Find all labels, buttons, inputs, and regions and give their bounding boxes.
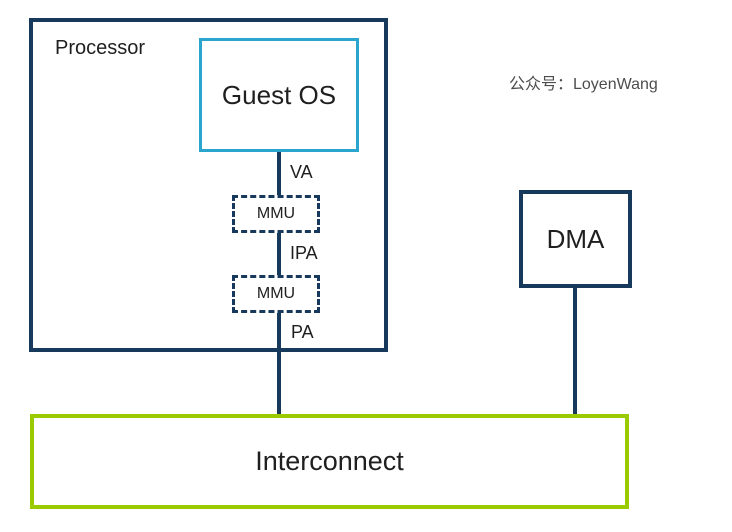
guest-os-to-mmu1-connector [277, 152, 281, 196]
mmu-stage2-label: MMU [256, 285, 296, 302]
pa-edge-label: PA [291, 322, 314, 342]
guest-os-box: Guest OS [199, 38, 359, 152]
processor-box: Processor [29, 18, 388, 352]
mmu-stage2-box: MMU [232, 275, 320, 313]
dma-box: DMA [519, 190, 632, 288]
processor-label: Processor [55, 37, 146, 59]
va-edge-label: VA [290, 162, 313, 182]
guest-os-label: Guest OS [221, 79, 337, 110]
mmu1-to-mmu2-connector [277, 232, 281, 276]
mmu2-to-interconnect-connector [277, 312, 281, 417]
interconnect-label: Interconnect [255, 446, 404, 476]
dma-label: DMA [546, 223, 605, 254]
interconnect-box: Interconnect [30, 414, 629, 509]
watermark-text: 公众号：LoyenWang [509, 76, 658, 93]
ipa-edge-label: IPA [290, 243, 318, 263]
mmu-stage1-label: MMU [256, 205, 296, 222]
mmu-stage1-box: MMU [232, 195, 320, 233]
dma-to-interconnect-connector [573, 287, 577, 417]
